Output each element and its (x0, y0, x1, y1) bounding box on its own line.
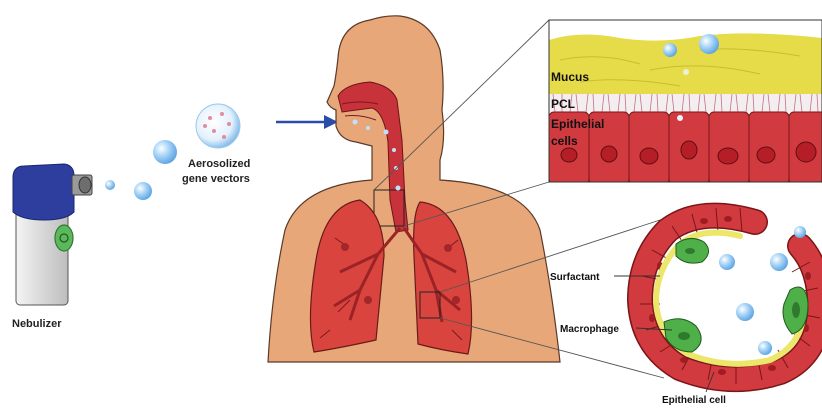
nebulizer-icon (13, 164, 92, 305)
arrow-icon (276, 115, 338, 129)
epithelial-cell-label: Epithelial cell (662, 395, 726, 406)
gene-vector-icon (134, 182, 152, 200)
macrophage-icon (676, 238, 709, 263)
aerosol-label-line2: gene vectors (182, 173, 250, 185)
macrophage-label: Macrophage (560, 324, 619, 335)
airway-epithelium-icon (549, 20, 822, 184)
alveolus-icon (640, 208, 820, 384)
surfactant-label: Surfactant (550, 272, 600, 283)
gene-vector-icon (105, 180, 115, 190)
gene-vector-icon (153, 140, 177, 164)
epithelial-cells-label-line2: cells (551, 134, 578, 148)
epithelial-cells-label-line1: Epithelial (551, 117, 604, 131)
aerosolized-vector-icon (196, 104, 240, 148)
mucus-label: Mucus (551, 70, 589, 84)
nebulizer-label: Nebulizer (12, 318, 62, 330)
aerosol-label-line1: Aerosolized (188, 158, 250, 170)
pcl-label: PCL (551, 97, 575, 111)
